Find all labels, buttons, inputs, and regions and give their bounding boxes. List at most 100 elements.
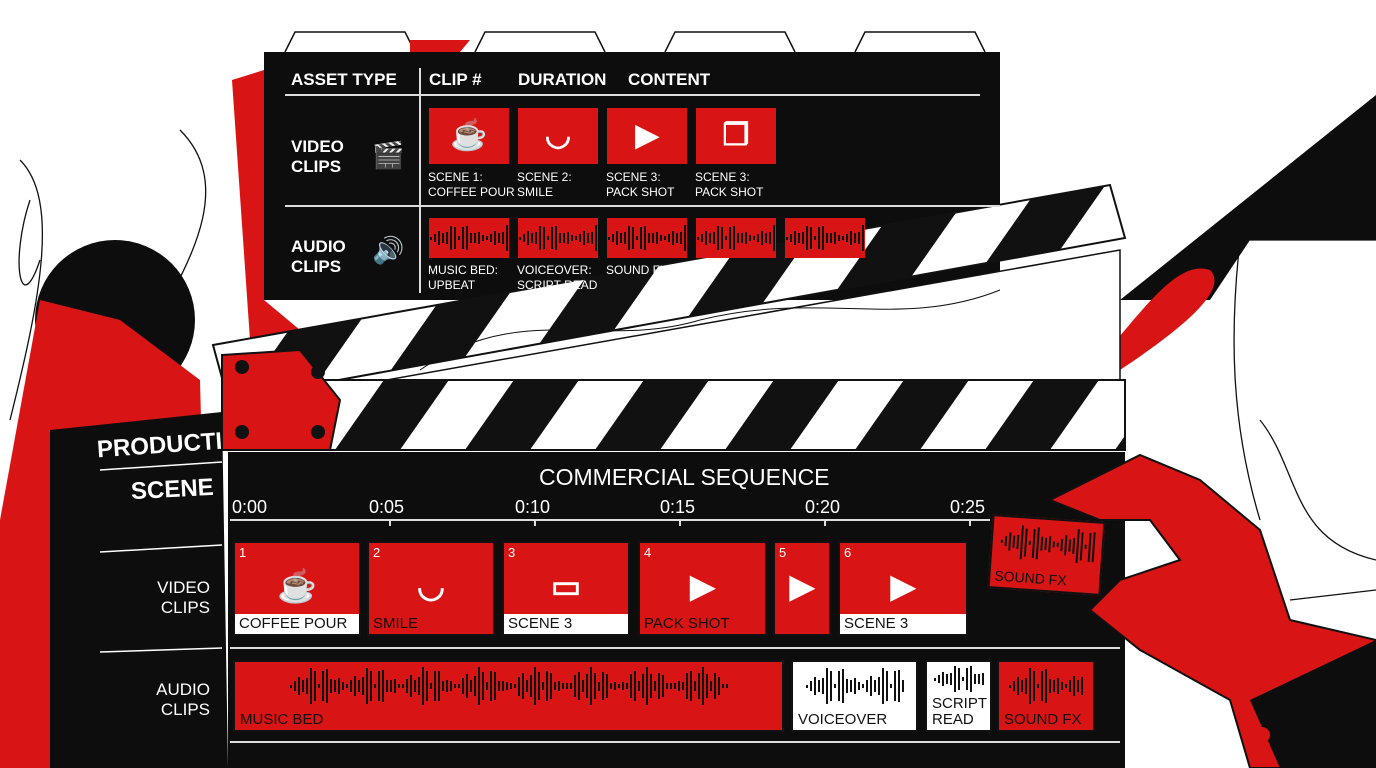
waveform-bar <box>470 232 472 244</box>
timeline-audio-clip[interactable]: MUSIC BED <box>233 660 784 732</box>
waveform-bar <box>1084 544 1087 550</box>
waveform-bar <box>806 225 808 251</box>
waveform-bar <box>605 674 608 698</box>
waveform-bar <box>877 677 880 695</box>
waveform-bar <box>301 679 304 693</box>
clip-number: 2 <box>373 545 381 560</box>
slate-video-clips-label: VIDEO CLIPS <box>157 578 210 617</box>
waveform-bar <box>973 673 976 685</box>
asset-video-tile[interactable]: ◡ <box>518 108 598 164</box>
waveform <box>235 662 782 710</box>
video-clips-label: VIDEO CLIPS <box>291 137 344 176</box>
waveform-bar <box>981 672 984 686</box>
asset-audio-tile[interactable] <box>785 218 865 258</box>
asset-audio-tile[interactable] <box>696 218 776 258</box>
waveform <box>785 218 865 258</box>
waveform-bar <box>612 234 614 242</box>
waveform-bar <box>573 675 576 697</box>
waveform-bar <box>1033 670 1035 702</box>
timeline-audio-clip[interactable]: SCRIPT READ <box>925 660 992 732</box>
waveform-bar <box>945 673 948 685</box>
asset-video-tile[interactable]: ❒ <box>696 108 776 164</box>
waveform <box>793 662 916 710</box>
clip-label: COFFEE POUR <box>235 614 359 634</box>
timeline-video-clip[interactable]: 4▶PACK SHOT <box>638 541 767 636</box>
asset-audio-caption-1: SOUND FX <box>606 263 669 277</box>
waveform-bar <box>665 683 668 689</box>
waveform <box>696 218 776 258</box>
waveform-bar <box>353 675 356 697</box>
waveform <box>429 218 509 258</box>
timeline-video-clip[interactable]: 5▶ <box>773 541 831 636</box>
waveform-bar <box>676 233 678 243</box>
waveform-bar <box>585 674 588 698</box>
waveform-bar <box>697 236 699 240</box>
waveform-bar <box>862 225 864 251</box>
scene-label: SCENE <box>130 473 215 506</box>
asset-audio-tile[interactable] <box>607 218 687 258</box>
timeline-audio-clip[interactable]: SOUND FX <box>997 660 1095 732</box>
waveform-bar <box>649 673 652 699</box>
timeline-tick-label: 0:10 <box>515 497 551 517</box>
waveform-bar <box>469 679 472 693</box>
waveform-bar <box>961 677 964 681</box>
timeline-audio-clip[interactable]: VOICEOVER <box>791 660 918 732</box>
waveform-bar <box>1039 536 1043 551</box>
waveform-bar <box>865 680 868 692</box>
waveform-bar <box>1071 537 1075 555</box>
waveform-bar <box>365 667 368 705</box>
waveform-bar <box>493 671 496 701</box>
waveform-bar <box>485 682 488 690</box>
waveform-bar <box>502 231 504 245</box>
waveform-bar <box>565 682 568 690</box>
asset-audio-tile[interactable] <box>429 218 509 258</box>
waveform-bar <box>829 670 832 702</box>
waveform-bar <box>581 680 584 692</box>
timeline-video-clip[interactable]: 1☕COFFEE POUR <box>233 541 361 636</box>
waveform-bar <box>309 668 312 704</box>
waveform-bar <box>555 226 557 250</box>
timeline-tick-label: 0:00 <box>232 497 268 517</box>
waveform-bar <box>591 231 593 245</box>
waveform <box>999 662 1093 710</box>
asset-video-caption-1: SCENE 1: <box>428 170 483 184</box>
waveform <box>927 662 990 696</box>
asset-video-tile[interactable]: ☕ <box>429 108 509 164</box>
waveform-bar <box>637 680 640 692</box>
waveform-bar <box>733 226 735 250</box>
waveform-bar <box>949 672 952 686</box>
asset-audio-caption-2: UPBEAT <box>428 278 476 292</box>
waveform-bar <box>474 233 476 243</box>
waveform-bar <box>769 231 771 245</box>
waveform-bar <box>653 681 656 691</box>
waveform-bar <box>457 684 460 688</box>
asset-audio-tile[interactable] <box>518 218 598 258</box>
waveform-bar <box>579 233 581 243</box>
timeline-video-clip[interactable]: 6▶SCENE 3 <box>838 541 968 636</box>
waveform-bar <box>850 230 852 246</box>
slate-audio-clips-label: AUDIO CLIPS <box>156 680 210 719</box>
waveform-bar <box>433 670 436 702</box>
header-content: CONTENT <box>628 70 711 89</box>
asset-video-tile[interactable]: ▶ <box>607 108 687 164</box>
waveform-bar <box>846 233 848 243</box>
waveform-bar <box>481 671 484 701</box>
waveform-bar <box>889 683 892 689</box>
clip-thumbnail-icon: ▭ <box>550 568 582 604</box>
waveform-bar <box>745 232 747 244</box>
timeline-video-clip[interactable]: 3▭SCENE 3 <box>502 541 630 636</box>
floating-sound-fx-clip[interactable]: SOUND FX <box>987 514 1106 596</box>
waveform-bar <box>325 669 328 703</box>
waveform-bar <box>837 670 840 702</box>
waveform-bar <box>563 233 565 243</box>
waveform-bar <box>305 678 308 694</box>
waveform-bar <box>672 230 674 246</box>
waveform-bar <box>523 234 525 242</box>
waveform-bar <box>601 671 604 701</box>
waveform-bar <box>1091 532 1096 563</box>
timeline-video-clip[interactable]: 2◡SMILE <box>367 541 495 636</box>
waveform-bar <box>857 682 860 690</box>
waveform-bar <box>957 667 960 691</box>
waveform-bar <box>709 233 711 243</box>
smile-icon: ◡ <box>544 119 572 152</box>
